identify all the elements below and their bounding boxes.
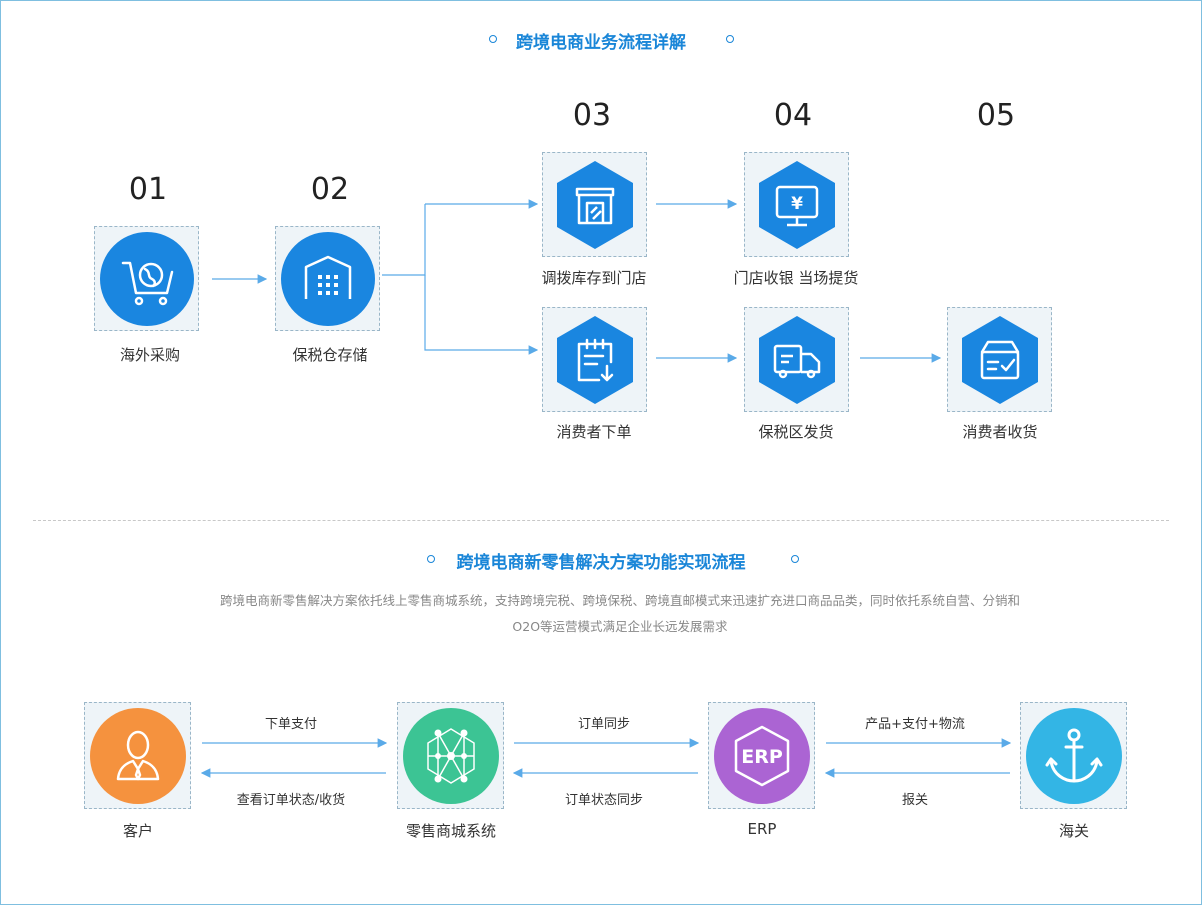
step-box-02 — [275, 226, 380, 331]
flow-label-product-pay-logistics: 产品+支付+物流 — [865, 717, 965, 732]
section2-description-line1: 跨境电商新零售解决方案依托线上零售商城系统，支持跨境完税、跨境保税、跨境直邮模式… — [219, 593, 1020, 608]
step-box-03 — [542, 152, 647, 257]
node-box-mall — [397, 702, 504, 809]
network-icon — [403, 708, 499, 804]
title-dot-left-icon — [489, 35, 497, 43]
anchor-icon — [1026, 708, 1122, 804]
step-label-05: 消费者收货 — [962, 423, 1038, 441]
title-dot-right-icon — [726, 35, 734, 43]
step-number-01: 01 — [128, 172, 168, 207]
store-icon — [557, 161, 633, 249]
flow-label-order-pay: 下单支付 — [264, 717, 317, 732]
step-box-01 — [94, 226, 199, 331]
flow-label-check-status: 查看订单状态/收货 — [236, 793, 346, 808]
arrow-02-order — [424, 275, 539, 355]
node-box-customs — [1020, 702, 1127, 809]
step-number-03: 03 — [572, 98, 612, 133]
node-label-customs: 海关 — [1058, 822, 1089, 840]
erp-icon: ERP — [714, 708, 810, 804]
section-divider — [33, 520, 1169, 521]
section2-description-line2: O2O等运营模式满足企业长远发展需求 — [512, 619, 728, 634]
cashier-monitor-icon: ¥ — [759, 161, 835, 249]
globe-cart-icon — [100, 232, 194, 326]
step-box-05 — [947, 307, 1052, 412]
step-box-order — [542, 307, 647, 412]
branch-line — [382, 204, 426, 276]
title2-dot-left-icon — [427, 555, 435, 563]
step-label-ship: 保税区发货 — [758, 423, 834, 441]
step-label-order: 消费者下单 — [556, 423, 632, 441]
section2-title: 跨境电商新零售解决方案功能实现流程 — [456, 553, 746, 573]
flow-label-status-sync: 订单状态同步 — [564, 793, 643, 808]
node-box-customer — [84, 702, 191, 809]
flow-label-declare: 报关 — [901, 793, 928, 808]
step-label-04: 门店收银 当场提货 — [733, 269, 859, 287]
node-label-customer: 客户 — [122, 822, 153, 840]
svg-text:¥: ¥ — [791, 194, 803, 214]
delivery-truck-icon — [759, 316, 835, 404]
step-label-02: 保税仓存储 — [292, 346, 368, 364]
step-label-03: 调拨库存到门店 — [541, 269, 647, 287]
erp-icon-text: ERP — [741, 746, 783, 768]
customer-icon — [90, 708, 186, 804]
step-number-04: 04 — [773, 98, 813, 133]
order-clipboard-icon — [557, 316, 633, 404]
title2-dot-right-icon — [791, 555, 799, 563]
step-box-04: ¥ — [744, 152, 849, 257]
section1-title: 跨境电商业务流程详解 — [516, 33, 686, 53]
step-number-05: 05 — [976, 98, 1016, 133]
node-label-erp: ERP — [747, 820, 777, 838]
flow-label-order-sync: 订单同步 — [577, 717, 630, 732]
step-label-01: 海外采购 — [119, 346, 180, 364]
warehouse-icon — [281, 232, 375, 326]
step-box-ship — [744, 307, 849, 412]
step-number-02: 02 — [310, 172, 350, 207]
node-box-erp: ERP — [708, 702, 815, 809]
node-label-mall: 零售商城系统 — [405, 822, 496, 840]
received-box-icon — [962, 316, 1038, 404]
